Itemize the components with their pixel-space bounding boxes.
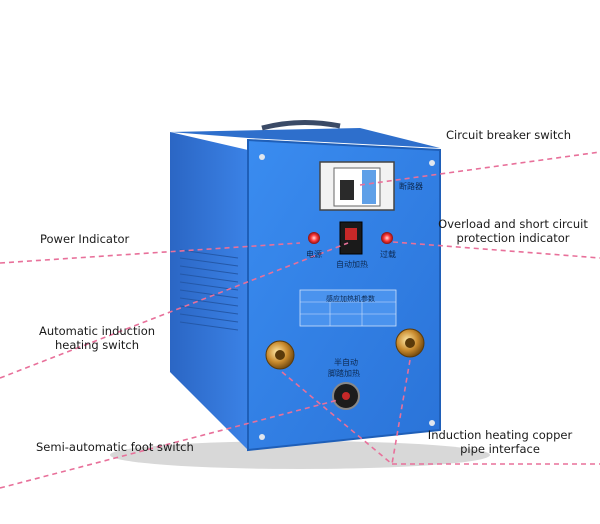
leader-lines: [0, 151, 600, 489]
pipe-bore: [405, 338, 415, 348]
cabinet-top: [170, 128, 440, 148]
breaker-lever[interactable]: [340, 180, 354, 200]
spec-table: [299, 289, 397, 327]
cabinet-side: [170, 132, 248, 450]
panel-semi-auto-line2: 脚踏加热: [328, 369, 360, 378]
screw: [429, 160, 435, 166]
panel-power-label: 电源: [306, 250, 322, 259]
breaker-label-plate: [362, 170, 376, 204]
floor-shadow: [110, 441, 490, 469]
annotation-auto-switch-line1: Automatic induction: [38, 324, 156, 338]
annotation-auto-switch-line2: heating switch: [54, 338, 140, 352]
screw: [259, 154, 265, 160]
annotation-semi-auto-foot-switch: Semi-automatic foot switch: [36, 440, 194, 454]
panel-semi-auto-line1: 半自动: [334, 358, 358, 367]
rocker-indicator: [345, 228, 357, 240]
annotation-overload-line2: protection indicator: [456, 231, 570, 245]
annotation-auto-switch: Automatic induction heating switch: [30, 324, 164, 352]
overload-indicator-led: [381, 232, 393, 244]
connector-pin: [342, 392, 350, 400]
annotation-breaker-switch: Circuit breaker switch: [446, 128, 571, 142]
screw: [259, 434, 265, 440]
panel-overload-label: 过载: [380, 250, 396, 259]
panel-auto-heat-label: 自动加热: [336, 260, 368, 269]
annotation-copper-pipe-line1: Induction heating copper: [427, 428, 573, 442]
annotation-overload: Overload and short circuit protection in…: [430, 217, 596, 245]
carry-handle: [261, 119, 341, 131]
screw: [429, 420, 435, 426]
annotation-copper-pipe-line2: pipe interface: [460, 442, 540, 456]
power-indicator-led: [308, 232, 320, 244]
side-vents: [179, 249, 239, 331]
annotation-power-indicator: Power Indicator: [40, 232, 130, 246]
pipe-bore: [275, 350, 285, 360]
panel-breaker-label: 断路器: [399, 182, 423, 191]
annotation-copper-pipe: Induction heating copper pipe interface: [420, 428, 580, 456]
panel-spec-header: 感应加热机参数: [326, 295, 375, 303]
annotation-overload-line1: Overload and short circuit: [438, 217, 588, 231]
